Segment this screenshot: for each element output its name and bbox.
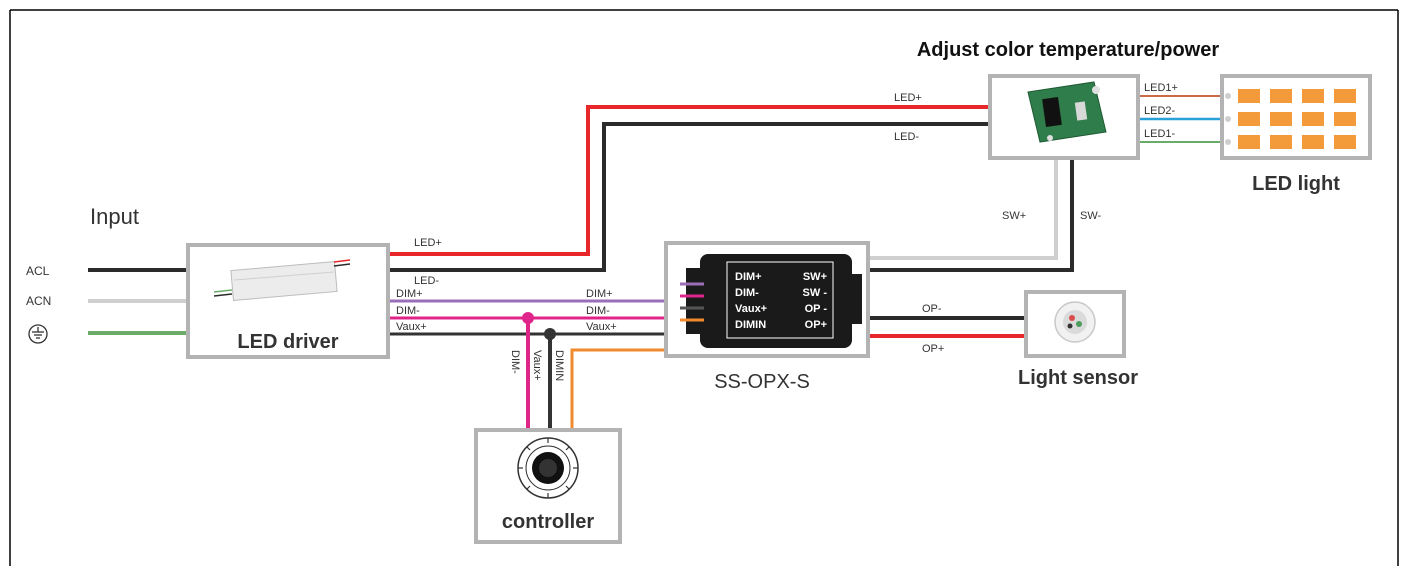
controller-label: controller — [502, 511, 594, 533]
wire-ctrl-dimin — [570, 348, 666, 430]
label-ctrl-dimin: DIMIN — [553, 350, 565, 381]
led-driver-label: LED driver — [237, 331, 338, 353]
terminal-sw-plus: SW+ — [803, 271, 827, 283]
light-sensor-image — [1054, 301, 1096, 343]
terminal-dim-minus: DIM- — [735, 287, 759, 299]
label-driver-dim-minus: DIM- — [396, 305, 420, 317]
junction-dim-minus — [522, 312, 534, 324]
terminal-op-plus: OP+ — [805, 319, 827, 331]
label-op-minus: OP- — [922, 303, 942, 315]
label-module-dim-minus: DIM- — [586, 305, 610, 317]
led-driver-box — [186, 243, 390, 359]
led-driver-image — [213, 259, 351, 302]
terminal-dimin: DIMIN — [735, 319, 766, 331]
junction-vaux-plus — [544, 328, 556, 340]
label-module-dim-plus: DIM+ — [586, 288, 613, 300]
wire-sw-plus — [868, 158, 1058, 260]
label-led2-minus: LED2- — [1144, 105, 1176, 117]
acn-label: ACN — [26, 294, 51, 308]
label-led1-minus: LED1- — [1144, 128, 1176, 140]
label-top-led-plus: LED+ — [894, 92, 922, 104]
terminal-dim-plus: DIM+ — [735, 271, 762, 283]
label-module-vaux-plus: Vaux+ — [586, 321, 617, 333]
label-sw-plus: SW+ — [1002, 210, 1026, 222]
terminal-op-minus: OP - — [805, 303, 828, 315]
label-driver-dim-plus: DIM+ — [396, 288, 423, 300]
led-light-matrix — [1225, 89, 1356, 149]
terminal-sw-minus: SW - — [803, 287, 828, 299]
ground-icon — [28, 324, 48, 344]
adjuster-board-image — [1027, 81, 1107, 143]
module-label: SS-OPX-S — [714, 371, 810, 393]
diagram-title: Adjust color temperature/power — [917, 39, 1219, 61]
wire-led-minus — [388, 122, 990, 272]
terminal-vaux-plus: Vaux+ — [735, 303, 767, 315]
wire-sw-minus — [868, 158, 1074, 272]
label-driver-vaux-plus: Vaux+ — [396, 321, 427, 333]
led-light-label: LED light — [1252, 173, 1340, 195]
label-led1-plus: LED1+ — [1144, 82, 1178, 94]
label-ctrl-vaux-plus: Vaux+ — [531, 350, 543, 381]
light-sensor-label: Light sensor — [1018, 367, 1138, 389]
acl-label: ACL — [26, 264, 50, 278]
dial-icon — [517, 437, 579, 499]
label-driver-led-minus: LED- — [414, 275, 439, 287]
wire-led-plus — [388, 105, 990, 256]
label-top-led-minus: LED- — [894, 131, 919, 143]
label-sw-minus: SW- — [1080, 210, 1102, 222]
label-op-plus: OP+ — [922, 343, 944, 355]
label-ctrl-dim-minus: DIM- — [509, 350, 521, 374]
module-image — [680, 254, 862, 348]
controller-box — [474, 428, 622, 544]
input-label: Input — [90, 204, 139, 229]
label-driver-led-plus: LED+ — [414, 237, 442, 249]
